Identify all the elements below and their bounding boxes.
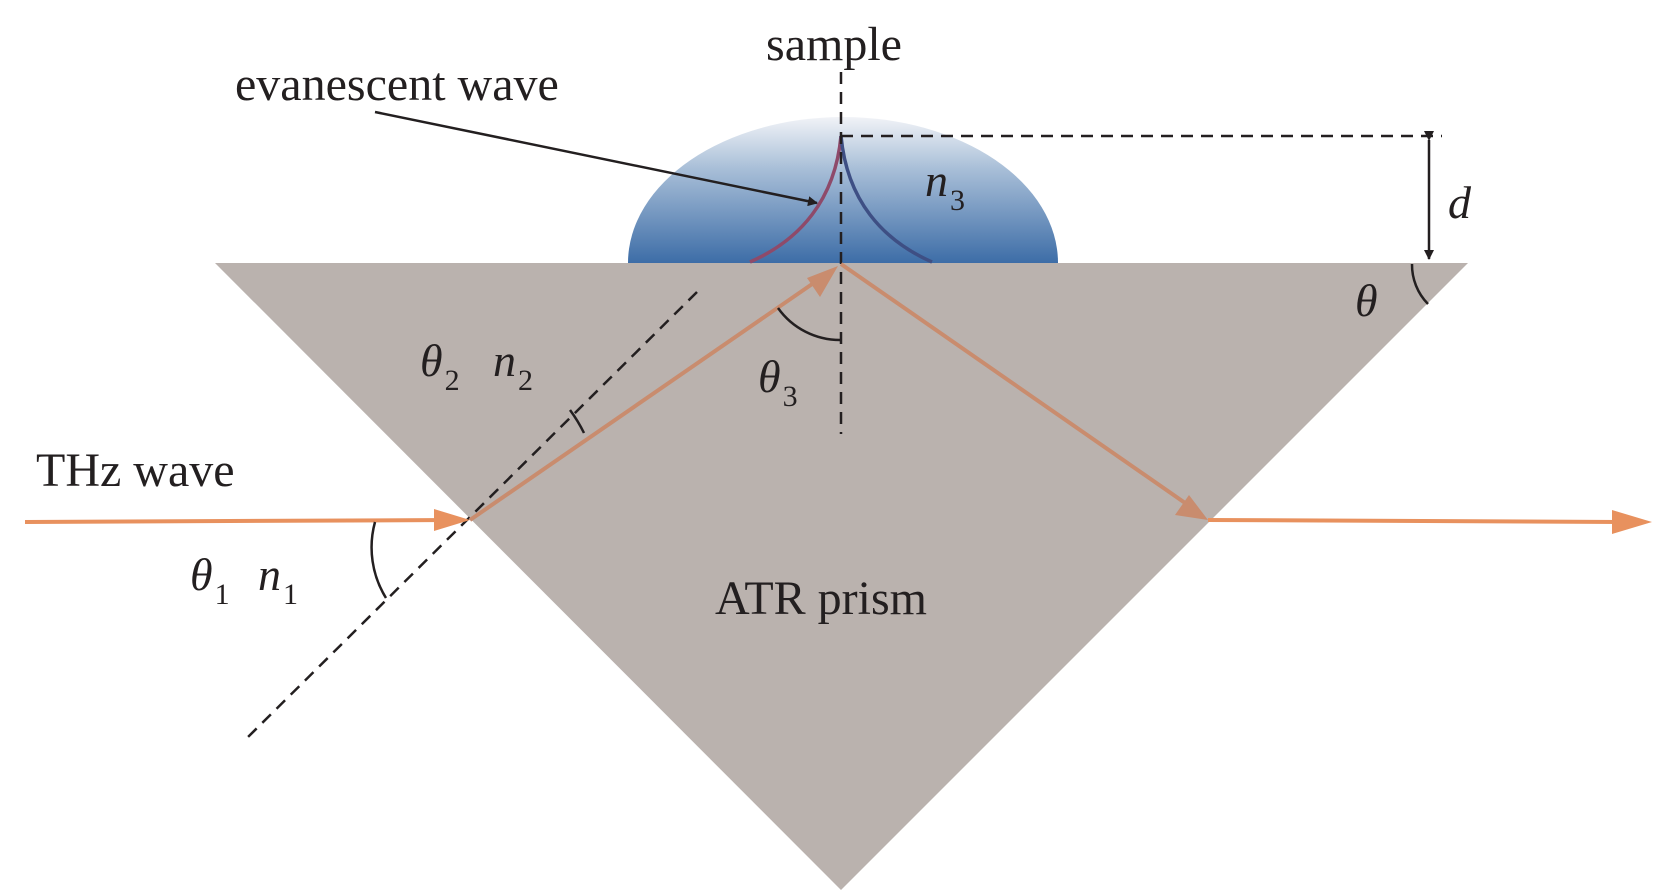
sample-dome [628,117,1058,263]
incident-beam [24,518,453,524]
exit-beam-arrowhead [1612,510,1652,534]
reflected-beam-arrowhead [1175,495,1208,520]
refracted-beam [468,278,820,522]
label-theta: θ [1355,275,1378,326]
label-d: d [1448,177,1472,228]
label-thz-wave: THz wave [36,444,235,497]
refracted-beam-arrowhead [807,266,838,297]
label-theta2: θ2 [420,335,460,397]
theta3-angle-arc [776,307,842,342]
theta2-angle-arc [568,409,586,434]
label-theta3: θ3 [758,351,798,413]
theta-angle-arc [1410,263,1429,305]
evanescent-pointer-arrow [374,110,818,207]
theta1-angle-arc [370,521,388,599]
reflected-beam [839,262,1190,507]
exit-beam [1207,518,1621,524]
label-theta1: θ1 [190,549,230,611]
incident-beam-arrowhead [434,509,470,531]
evanescent-curve-left [749,135,843,264]
label-atr-prism: ATR prism [715,572,927,625]
normal-line-entry [246,291,698,739]
label-n1: n1 [258,549,298,611]
label-n2: n2 [493,335,533,397]
label-evanescent-wave: evanescent wave [235,58,559,111]
evanescent-curve-right [839,135,933,264]
label-n3: n3 [925,155,965,217]
label-sample: sample [766,18,902,71]
atr-prism [215,263,1468,890]
